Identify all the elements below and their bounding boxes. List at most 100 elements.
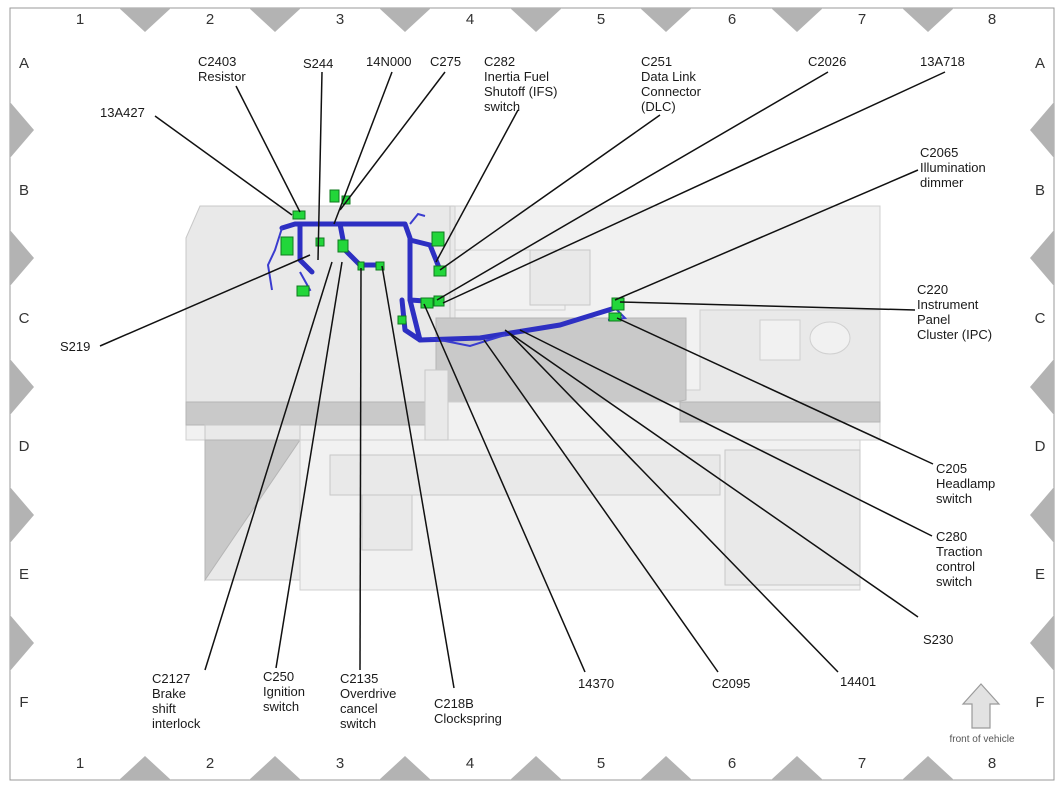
leader-c2095 <box>483 339 719 673</box>
grid-row-label-F-right: F <box>1035 694 1044 711</box>
callout-14370: 14370 <box>578 676 614 691</box>
callout-line: Panel <box>917 312 950 327</box>
callout-line: S230 <box>923 632 953 647</box>
callout-s244: S244 <box>303 56 333 71</box>
grid-row-label-C-right: C <box>1035 310 1046 327</box>
grid-row-label-F-left: F <box>19 694 28 711</box>
callout-line: Traction <box>936 544 982 559</box>
leader-s244 <box>317 71 323 261</box>
grid-col-label-8-bottom: 8 <box>988 755 996 772</box>
callout-line: C2095 <box>712 676 750 691</box>
leader-13a718 <box>442 71 946 304</box>
callout-line: C2135 <box>340 671 378 686</box>
frame-marker-bottom-5 <box>771 756 823 780</box>
leader-14401 <box>507 331 839 673</box>
callout-line: C280 <box>936 529 967 544</box>
grid-row-label-C-left: C <box>19 310 30 327</box>
leader-lines <box>99 71 946 689</box>
grid-row-label-D-left: D <box>19 438 30 455</box>
callout-s219: S219 <box>60 339 90 354</box>
leader-s219 <box>99 254 311 347</box>
callout-line: 14N000 <box>366 54 412 69</box>
callout-line: dimmer <box>920 175 964 190</box>
grid-col-label-4-top: 4 <box>466 11 474 28</box>
front-of-vehicle-label: front of vehicle <box>949 734 1014 745</box>
leader-c218b <box>381 265 455 689</box>
leader-14n000 <box>333 71 393 225</box>
callout-14n000: 14N000 <box>366 54 412 69</box>
leader-c205 <box>616 317 934 465</box>
callout-line: 13A427 <box>100 105 145 120</box>
frame-marker-right-2 <box>1030 359 1054 415</box>
frame-marker-bottom-3 <box>510 756 562 780</box>
callout-line: switch <box>340 716 376 731</box>
grid-col-label-4-bottom: 4 <box>466 755 474 772</box>
grid-col-label-2-top: 2 <box>206 11 214 28</box>
leader-13a427 <box>154 115 293 216</box>
frame-marker-left-4 <box>10 615 34 671</box>
callout-line: C2026 <box>808 54 846 69</box>
callout-c275: C275 <box>430 54 461 69</box>
callout-line: (DLC) <box>641 99 676 114</box>
callout-line: C282 <box>484 54 515 69</box>
callout-line: switch <box>936 574 972 589</box>
grid-row-label-A-right: A <box>1035 55 1045 72</box>
leader-c220 <box>619 301 916 311</box>
callout-line: Brake <box>152 686 186 701</box>
leader-c251 <box>439 114 661 271</box>
callout-line: Cluster (IPC) <box>917 327 992 342</box>
callout-c2095: C2095 <box>712 676 750 691</box>
callout-line: Inertia Fuel <box>484 69 549 84</box>
up-arrow-icon <box>961 683 1001 729</box>
leader-c2135 <box>359 267 362 671</box>
callout-line: C250 <box>263 669 294 684</box>
grid-row-label-E-left: E <box>19 566 29 583</box>
grid-col-label-7-top: 7 <box>858 11 866 28</box>
frame-marker-bottom-4 <box>640 756 692 780</box>
grid-row-label-B-left: B <box>19 182 29 199</box>
grid-row-label-E-right: E <box>1035 566 1045 583</box>
front-of-vehicle-indicator: front of vehicle <box>949 683 1015 745</box>
callout-s230: S230 <box>923 632 953 647</box>
callout-line: Data Link <box>641 69 696 84</box>
grid-row-label-A-left: A <box>19 55 29 72</box>
frame-marker-top-3 <box>510 8 562 32</box>
callout-line: C2127 <box>152 671 190 686</box>
callout-line: interlock <box>152 716 201 731</box>
grid-col-label-3-bottom: 3 <box>336 755 344 772</box>
grid-frame-markers <box>10 8 1054 780</box>
callout-line: C2403 <box>198 54 236 69</box>
leader-c2403 <box>235 85 301 213</box>
callout-14401: 14401 <box>840 674 876 689</box>
callout-line: switch <box>936 491 972 506</box>
callout-line: C2065 <box>920 145 958 160</box>
frame-marker-right-0 <box>1030 102 1054 158</box>
callout-line: Instrument <box>917 297 979 312</box>
frame-marker-top-1 <box>249 8 301 32</box>
harness-connectors <box>280 189 625 325</box>
frame-marker-right-4 <box>1030 615 1054 671</box>
frame-marker-bottom-6 <box>902 756 954 780</box>
leader-c2026 <box>436 71 829 301</box>
frame-marker-left-2 <box>10 359 34 415</box>
callout-line: C218B <box>434 696 474 711</box>
leader-c282 <box>435 109 519 263</box>
callout-line: S219 <box>60 339 90 354</box>
callout-13a427: 13A427 <box>100 105 145 120</box>
grid-col-label-6-bottom: 6 <box>728 755 736 772</box>
frame-marker-bottom-0 <box>119 756 171 780</box>
callout-line: shift <box>152 701 176 716</box>
frame-marker-right-1 <box>1030 230 1054 286</box>
callout-line: C275 <box>430 54 461 69</box>
callout-line: Illumination <box>920 160 986 175</box>
callout-line: Connector <box>641 84 702 99</box>
